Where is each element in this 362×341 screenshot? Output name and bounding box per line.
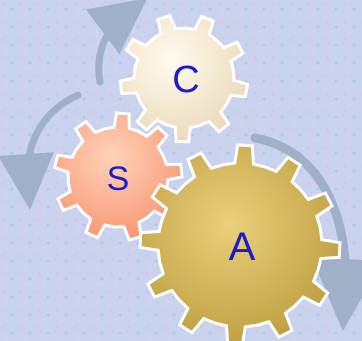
gear-a-label: A [229, 225, 256, 269]
gear-c [118, 13, 250, 144]
arrow-to-c [85, 0, 148, 86]
gear-a [138, 143, 342, 341]
gear-s-label: S [107, 160, 130, 198]
arrow-to-s [0, 91, 82, 210]
arrow-to-a [250, 133, 362, 331]
gear-c-label: C [172, 59, 199, 101]
